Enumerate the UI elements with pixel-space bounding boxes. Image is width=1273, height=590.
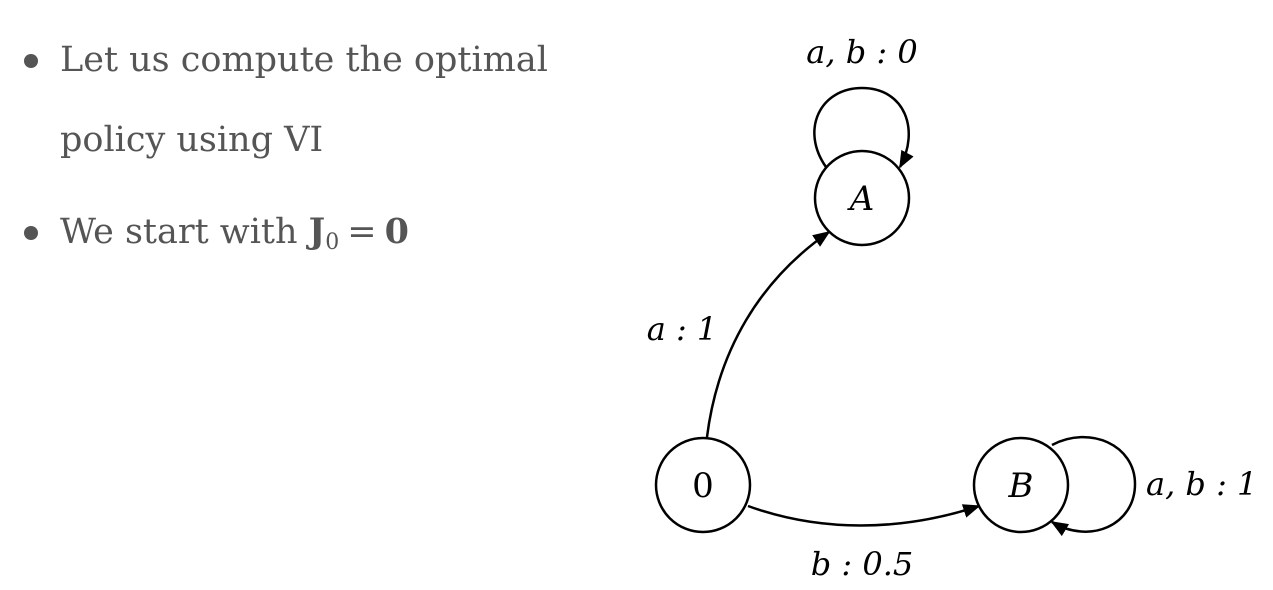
edge-zero-to-b-label: b : 0.5 (811, 545, 914, 583)
node-a (813, 149, 911, 247)
bullet-text-prefix: We start with (60, 212, 309, 252)
node-b (972, 436, 1070, 534)
node-zero-label: 0 (692, 466, 714, 506)
node-a-label: A (847, 179, 875, 219)
edge-b-self-loop (1050, 435, 1137, 537)
edge-zero-to-a (705, 230, 831, 438)
edge-a-self-loop-label: a, b : 0 (806, 33, 917, 71)
bullet-dot-icon (24, 54, 38, 68)
math-equals: = (347, 212, 377, 252)
node-zero (654, 436, 752, 534)
edge-b-self-loop-label: a, b : 1 (1146, 465, 1257, 503)
edge-zero-to-b (747, 504, 981, 527)
bullet-item-start: We start with J0=0 (20, 192, 580, 283)
math-zero-vector: 0 (384, 211, 409, 252)
bullet-item-policy: Let us compute the optimal policy using … (20, 20, 580, 180)
bullet-list: Let us compute the optimal policy using … (20, 20, 580, 283)
math-subscript: 0 (325, 230, 340, 255)
bullet-text-line-1: Let us compute the optimal (60, 40, 548, 80)
bullet-dot-icon (24, 226, 38, 240)
math-variable-j: J (308, 211, 326, 252)
node-b-label: B (1008, 466, 1034, 506)
bullet-text-line-2: policy using VI (60, 120, 324, 160)
edge-a-self-loop (813, 86, 914, 169)
edge-zero-to-a-label: a : 1 (647, 310, 718, 348)
